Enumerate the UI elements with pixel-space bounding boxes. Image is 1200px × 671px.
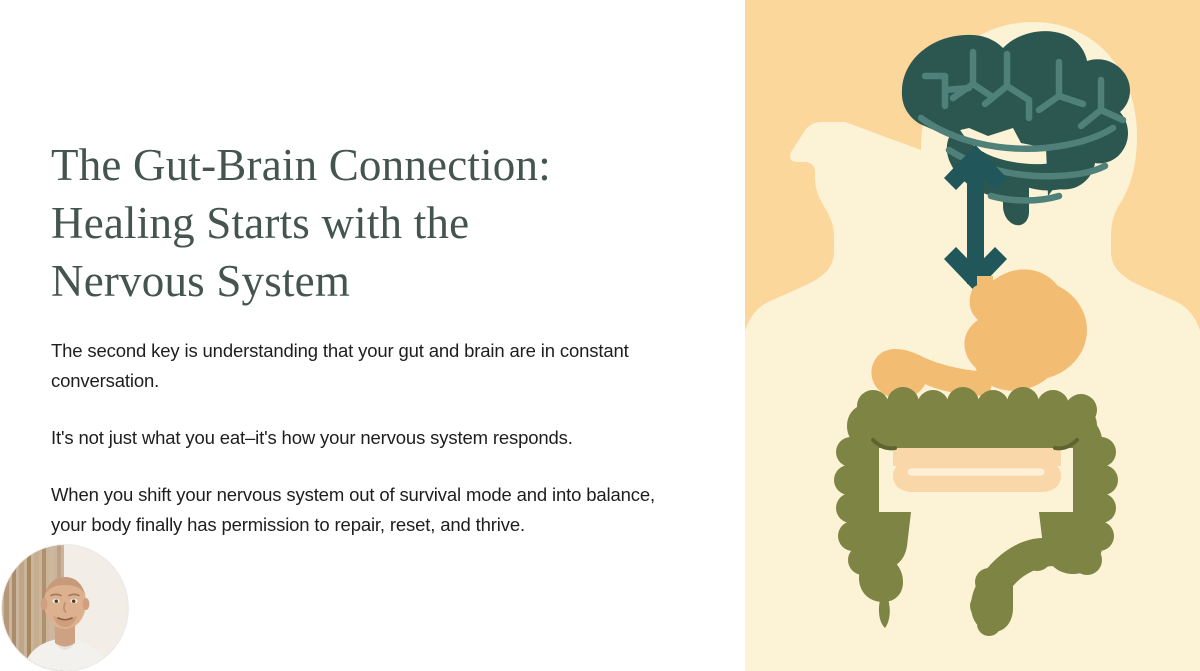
brain-shape bbox=[901, 31, 1131, 226]
slide-body-text: The second key is understanding that you… bbox=[51, 336, 676, 540]
large-intestine-shape bbox=[834, 387, 1118, 636]
page-title: The Gut-Brain Connection: Healing Starts… bbox=[51, 140, 551, 306]
gut-brain-anatomy-diagram bbox=[745, 0, 1200, 671]
colon-flexure-marks bbox=[871, 438, 1079, 451]
webcam-video-frame bbox=[2, 545, 128, 671]
body-paragraph-3: When you shift your nervous system out o… bbox=[51, 484, 655, 535]
presenter-webcam-bubble[interactable] bbox=[2, 545, 128, 671]
brain-fold-lines bbox=[917, 48, 1127, 204]
two-way-arrow-icon bbox=[944, 145, 1007, 292]
body-paragraph-2: It's not just what you eat–it's how your… bbox=[51, 427, 573, 448]
stomach-shape bbox=[871, 269, 1087, 399]
gut-brain-illustration-panel bbox=[745, 0, 1200, 671]
slide-text-panel: The Gut-Brain Connection: Healing Starts… bbox=[2, 140, 676, 671]
body-paragraph-1: The second key is understanding that you… bbox=[51, 340, 629, 391]
